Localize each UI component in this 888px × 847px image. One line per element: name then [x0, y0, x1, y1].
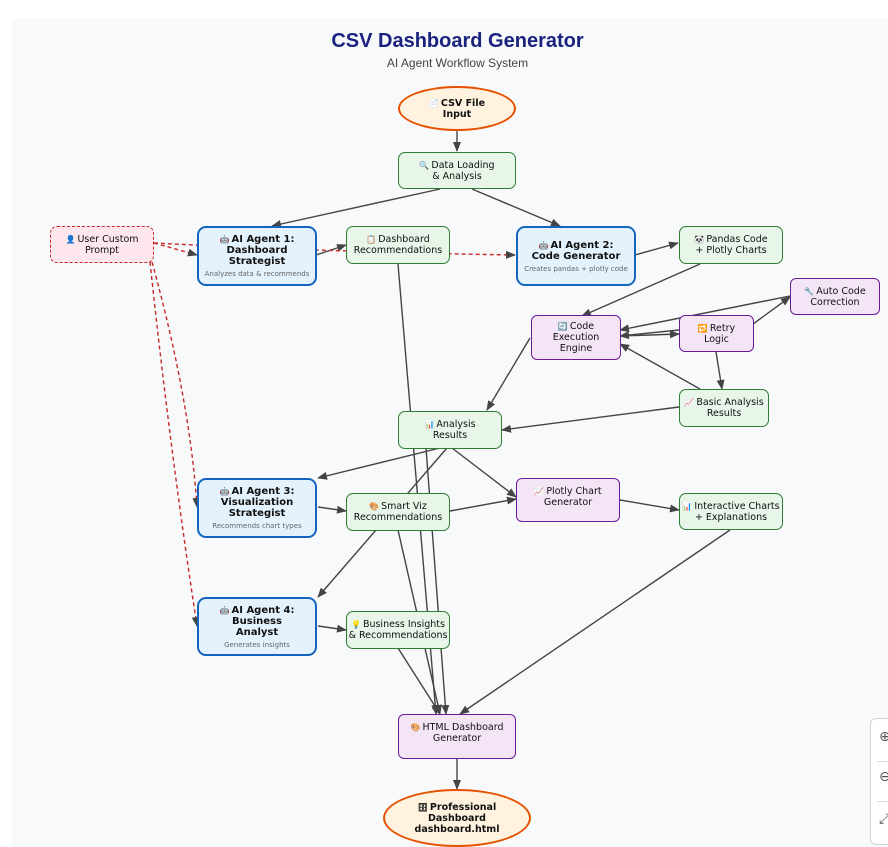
- dashed-edge-prompt-to-agent3: [151, 261, 201, 508]
- analysis-results-node[interactable]: 📊Analysis Results: [398, 411, 502, 449]
- pandas-code-label: Pandas Code + Plotly Charts: [695, 234, 768, 256]
- interactive-charts-node[interactable]: 📊Interactive Charts + Explanations: [679, 493, 783, 530]
- zoom-out-icon[interactable]: ⊖: [879, 769, 888, 785]
- bar-chart-icon: 📊: [682, 501, 693, 511]
- edge-pandas-to-exec: [581, 263, 701, 317]
- edge-agent4-to-insights: [317, 624, 347, 633]
- repeat-icon: 🔁: [697, 323, 708, 333]
- dashed-edge-prompt-to-agent2: [153, 242, 516, 259]
- agent1-title: AI Agent 1: Dashboard Strategist: [226, 234, 295, 267]
- robot-icon: 🤖: [538, 240, 549, 250]
- clipboard-icon: 📋: [366, 235, 377, 244]
- agent2-node[interactable]: 🤖AI Agent 2: Code Generator Creates pand…: [516, 226, 636, 286]
- dashed-edge-prompt-to-agent4: [149, 261, 200, 627]
- palette-icon: 🎨: [410, 723, 421, 732]
- bar-chart-icon: 📊: [424, 420, 435, 429]
- smart-viz-label: Smart Viz Recommendations: [353, 501, 443, 523]
- panda-icon: 🐼: [694, 235, 705, 244]
- output-node[interactable]: 🗄Professional Dashboard dashboard.html: [383, 789, 531, 847]
- zoom-divider: [877, 761, 888, 762]
- robot-icon: 🤖: [219, 605, 230, 615]
- business-insights-label: Business Insights & Recommendations: [348, 619, 448, 641]
- zoom-controls: ⊕ ⊖ ⤢: [870, 718, 888, 845]
- user-prompt-label: User Custom Prompt: [77, 233, 139, 256]
- retry-node[interactable]: 🔁Retry Logic: [679, 315, 754, 352]
- agent3-node[interactable]: 🤖AI Agent 3: Visualization Strategist Re…: [197, 478, 317, 538]
- auto-correct-label: Auto Code Correction: [810, 285, 866, 308]
- basic-results-node[interactable]: 📈Basic Analysis Results: [679, 389, 769, 427]
- user-prompt-node[interactable]: 👤User Custom Prompt: [50, 226, 154, 263]
- user-icon: 👤: [65, 234, 76, 244]
- agent4-node[interactable]: 🤖AI Agent 4: Business Analyst Generates …: [197, 597, 317, 656]
- magnifier-icon: 🔍: [419, 160, 430, 170]
- edge-analysis-to-html: [425, 447, 450, 715]
- zoom-in-icon[interactable]: ⊕: [879, 729, 888, 745]
- pandas-code-node[interactable]: 🐼Pandas Code + Plotly Charts: [679, 226, 783, 264]
- auto-correct-node[interactable]: 🔧Auto Code Correction: [790, 278, 880, 315]
- plotly-gen-label: Plotly Chart Generator: [543, 486, 602, 508]
- business-insights-node[interactable]: 💡Business Insights & Recommendations: [346, 611, 450, 649]
- data-loading-label: Data Loading & Analysis: [431, 159, 495, 182]
- output-label: Professional Dashboard dashboard.html: [414, 801, 500, 835]
- chart-up-icon: 📈: [684, 398, 695, 407]
- edge-basic-to-analysis: [501, 406, 680, 433]
- agent4-subtitle: Generates insights: [224, 640, 290, 649]
- edge-smartviz-to-plotly: [449, 496, 517, 512]
- csv-input-label: CSV File Input: [440, 97, 486, 120]
- edge-agent3-to-smartviz: [317, 505, 347, 514]
- palette-icon: 🎨: [369, 502, 380, 511]
- interactive-charts-label: Interactive Charts + Explanations: [694, 500, 780, 523]
- fit-view-icon[interactable]: ⤢: [879, 811, 888, 827]
- agent1-node[interactable]: 🤖AI Agent 1: Dashboard Strategist Analyz…: [197, 226, 317, 286]
- edge-retry-to-basic: [715, 351, 725, 390]
- csv-input-node[interactable]: 📄CSV File Input: [398, 86, 516, 131]
- robot-icon: 🤖: [219, 487, 230, 496]
- edge-analysis-to-plotly: [451, 447, 517, 498]
- dashboard-recs-label: Dashboard Recommendations: [353, 234, 443, 256]
- analysis-results-label: Analysis Results: [432, 419, 476, 441]
- page-title: CSV Dashboard Generator: [331, 30, 584, 52]
- wrench-icon: 🔧: [804, 286, 815, 296]
- edge-agent2-to-pandas: [634, 241, 679, 256]
- page-subtitle: AI Agent Workflow System: [386, 56, 529, 70]
- refresh-icon: 🔄: [557, 322, 568, 331]
- edge-loading-to-agent2: [471, 188, 561, 227]
- chart-up-icon: 📈: [534, 487, 545, 496]
- agent4-title: AI Agent 4: Business Analyst: [231, 604, 295, 638]
- lightbulb-icon: 💡: [350, 620, 361, 629]
- html-gen-node[interactable]: 🎨HTML Dashboard Generator: [398, 714, 516, 759]
- edge-basic-to-exec: [619, 343, 701, 390]
- dashboard-recs-node[interactable]: 📋Dashboard Recommendations: [346, 226, 450, 264]
- edge-autocorrect-to-exec: [619, 295, 791, 333]
- agent3-title: AI Agent 3: Visualization Strategist: [220, 486, 295, 519]
- basic-results-label: Basic Analysis Results: [696, 397, 764, 419]
- retry-label: Retry Logic: [704, 322, 736, 345]
- data-loading-node[interactable]: 🔍Data Loading & Analysis: [398, 152, 516, 189]
- smart-viz-node[interactable]: 🎨Smart Viz Recommendations: [346, 493, 450, 531]
- html-gen-label: HTML Dashboard Generator: [422, 722, 504, 744]
- plotly-gen-node[interactable]: 📈Plotly Chart Generator: [516, 478, 620, 522]
- edge-retry-to-exec: [619, 329, 680, 340]
- edge-plotly-to-interactive: [619, 499, 680, 513]
- edge-analysis-to-agent3: [317, 447, 441, 480]
- dashed-edge-prompt-to-agent1: [153, 242, 198, 257]
- code-exec-label: Code Execution Engine: [552, 321, 600, 354]
- edge-interactive-to-html: [459, 529, 731, 715]
- edge-insights-to-html: [397, 647, 441, 715]
- edge-loading-to-agent1: [271, 188, 441, 228]
- edge-exec-to-analysis: [486, 337, 531, 411]
- robot-icon: 🤖: [219, 235, 230, 244]
- code-exec-node[interactable]: 🔄Code Execution Engine: [531, 315, 621, 360]
- zoom-divider: [877, 801, 888, 802]
- agent2-title: AI Agent 2: Code Generator: [531, 239, 621, 262]
- document-icon: 📄: [428, 98, 439, 108]
- agent2-subtitle: Creates pandas + plotly code: [524, 264, 628, 273]
- agent3-subtitle: Recommends chart types: [212, 522, 302, 530]
- agent1-subtitle: Analyzes data & recommends: [204, 270, 310, 278]
- cabinet-icon: 🗄: [417, 802, 428, 812]
